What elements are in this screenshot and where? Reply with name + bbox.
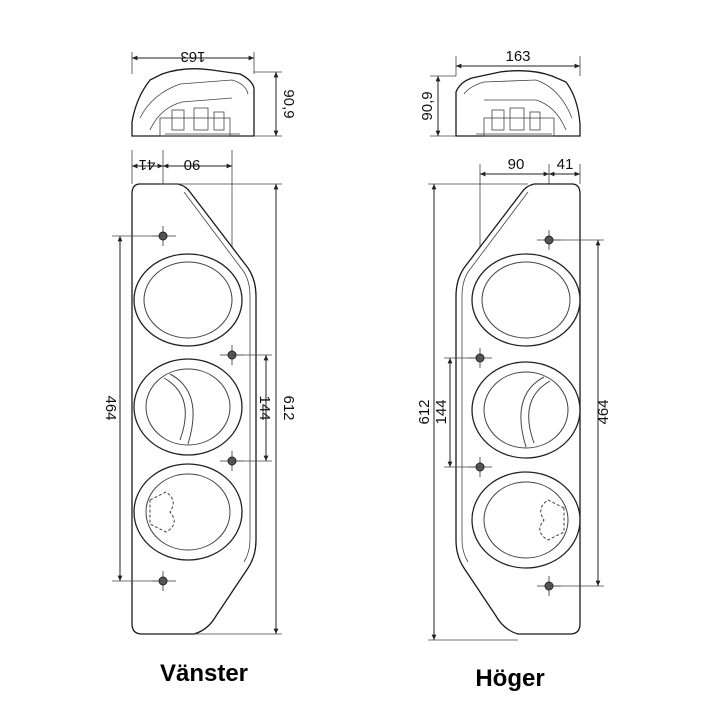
left-lamp-top: [133, 253, 243, 347]
right-lamp-drawing: 163 90,9 90 41: [416, 48, 612, 692]
right-dim-total: 612: [416, 399, 433, 424]
right-dim-inner: 90: [508, 156, 525, 173]
right-front-view: 90 41: [416, 156, 612, 641]
right-lamp-top: [471, 253, 581, 347]
left-label: Vänster: [160, 660, 248, 687]
left-side-view: 163 90,9: [131, 48, 297, 137]
right-lamp-bottom: [471, 471, 581, 569]
right-label: Höger: [475, 665, 544, 692]
left-lamp-drawing: 163 90,9 41 90: [102, 48, 297, 687]
left-dim-inner: 90: [184, 156, 201, 173]
left-dim-width: 163: [180, 48, 205, 65]
left-lamp-bottom: [133, 463, 243, 561]
right-side-view: 163 90,9: [419, 48, 581, 137]
left-dim-hole-span: 464: [102, 395, 119, 420]
left-dim-offset: 41: [139, 156, 156, 173]
right-dim-hole-span: 464: [595, 399, 612, 424]
right-dim-width: 163: [505, 48, 530, 65]
left-front-view: 41 90: [102, 150, 297, 635]
left-dim-center-span: 144: [256, 395, 273, 420]
right-dim-offset: 41: [557, 156, 574, 173]
right-dim-height: 90,9: [419, 91, 436, 120]
left-lamp-middle: [133, 358, 243, 456]
right-lamp-middle: [471, 361, 581, 459]
left-dim-height: 90,9: [280, 89, 297, 118]
right-dim-center-span: 144: [433, 399, 450, 424]
left-dim-total: 612: [280, 395, 297, 420]
